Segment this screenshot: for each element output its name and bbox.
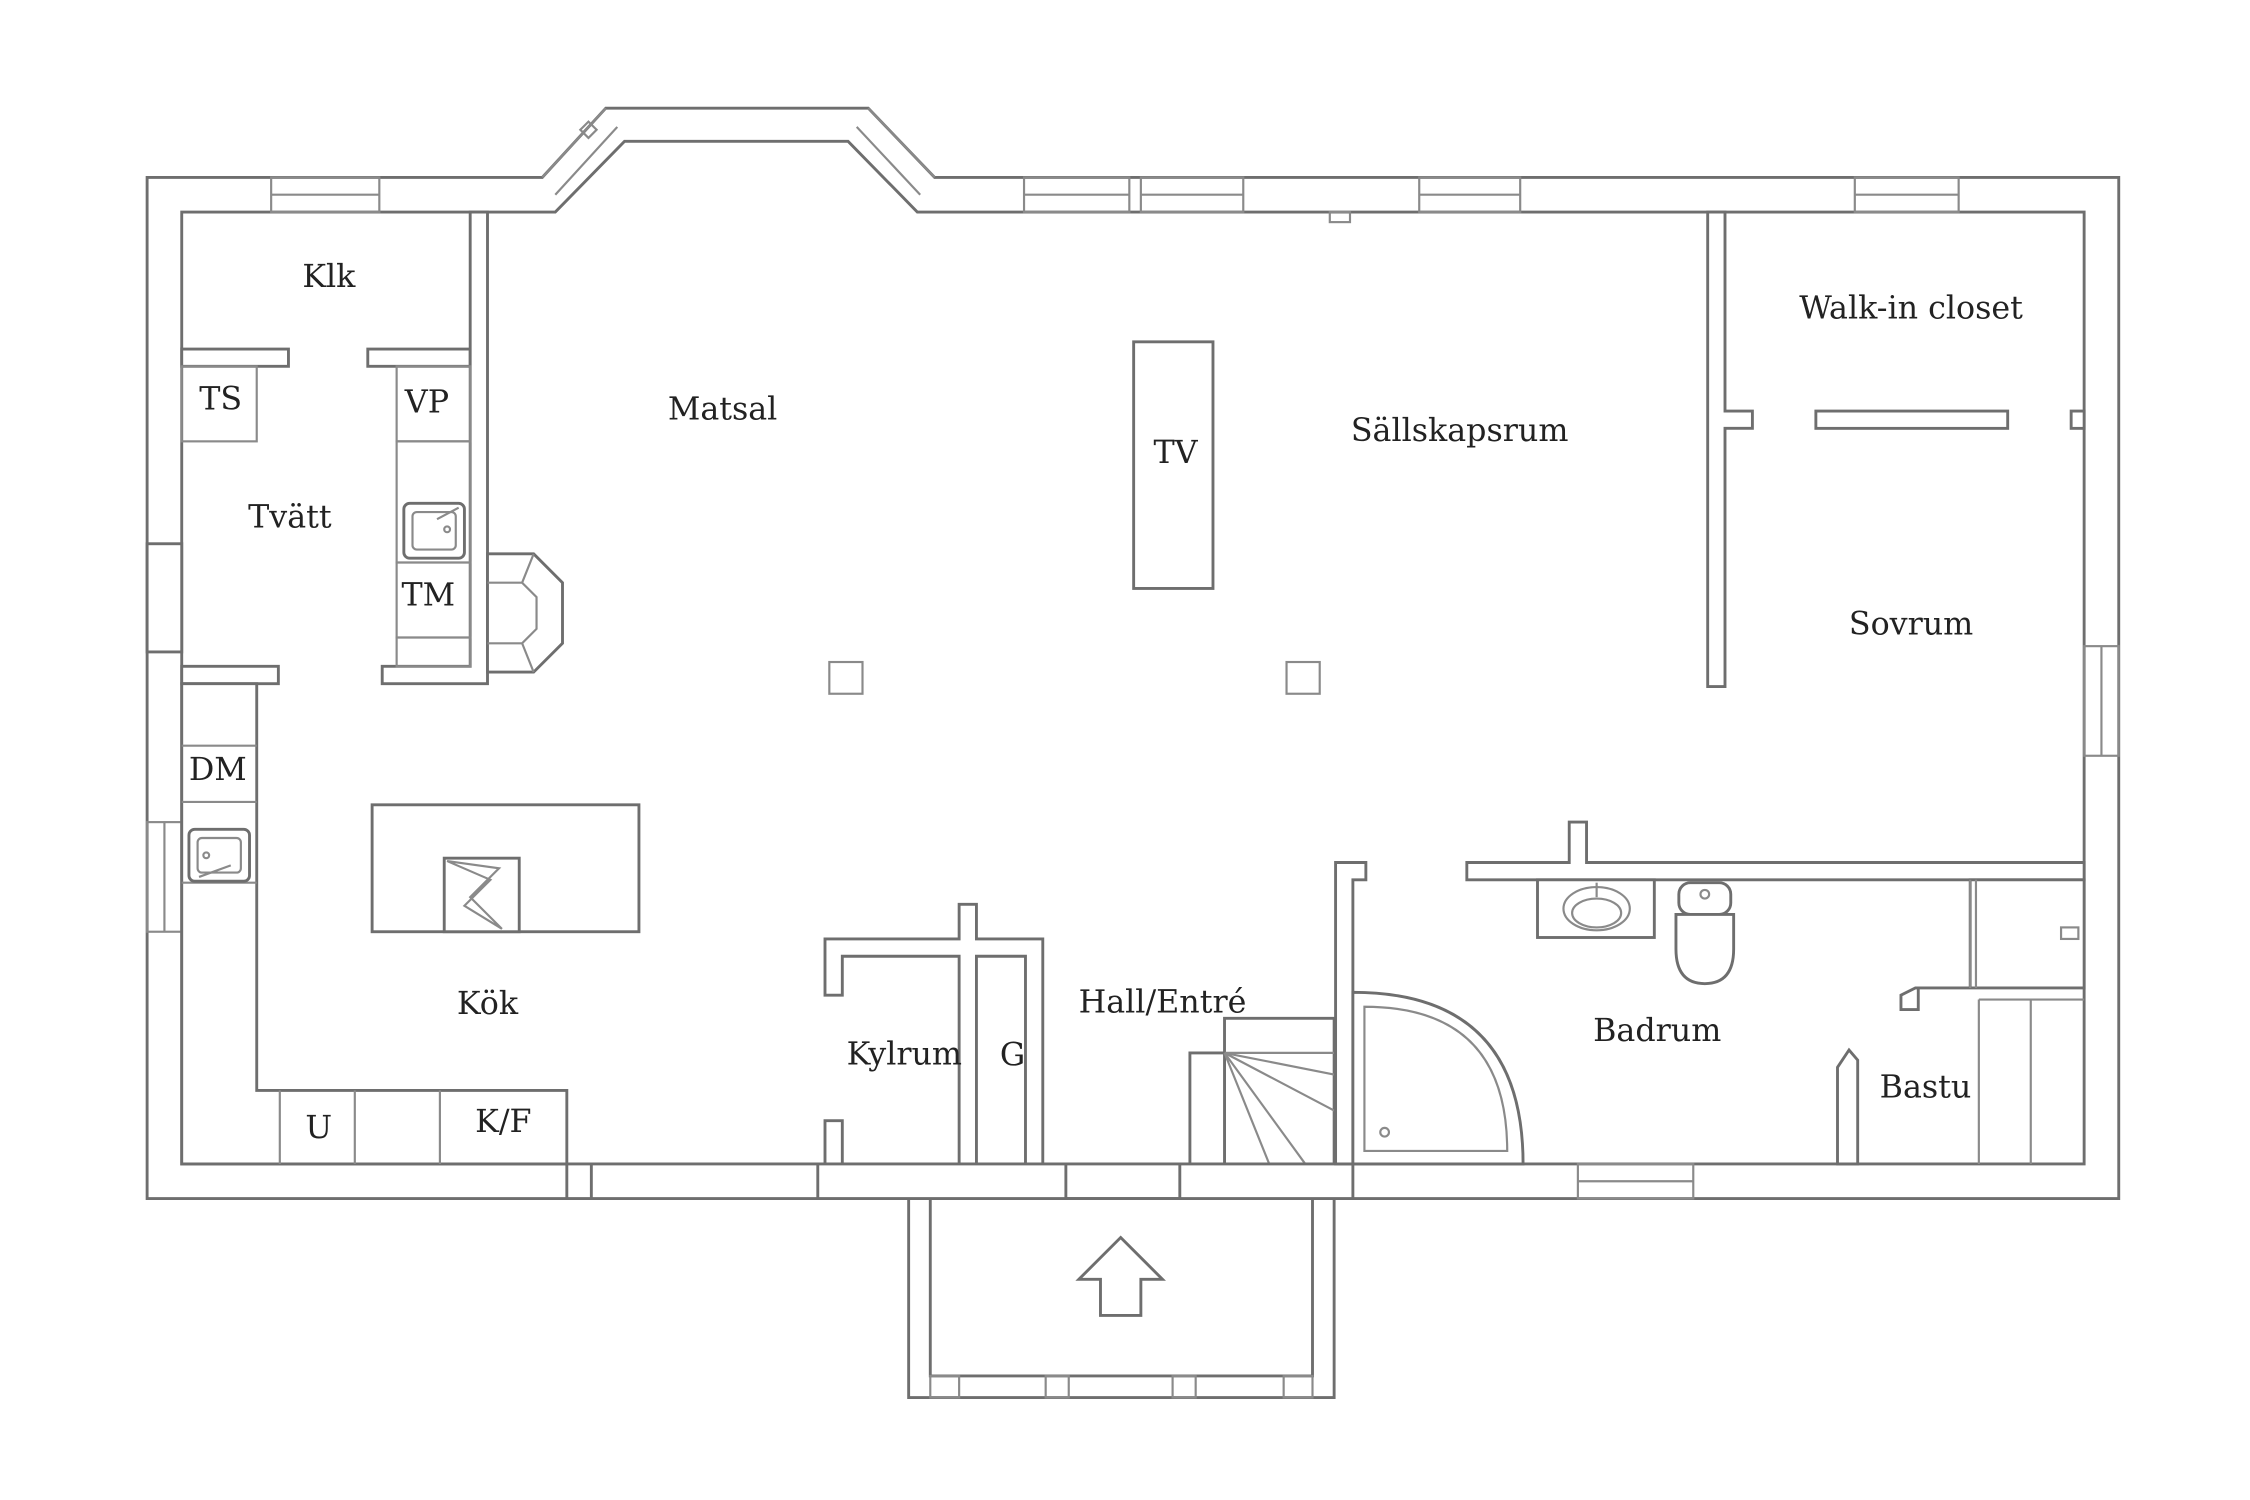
room-label-tv: TV (1153, 435, 1198, 471)
kitchen-counters (180, 682, 593, 1200)
room-label-sovrum: Sovrum (1849, 606, 1973, 642)
outer-wall (145, 106, 2121, 1200)
bathroom-walls (1334, 861, 2086, 1166)
toilet-icon (1674, 881, 1736, 986)
room-label-kylrum: Kylrum (847, 1036, 962, 1072)
kitchen-island (370, 803, 641, 934)
room-labels: Klk TS VP Tvätt TM Matsal TV Sällskapsru… (189, 259, 2023, 1146)
sink-icon (1536, 878, 1656, 939)
bay-window (541, 107, 936, 196)
room-label-kok: Kök (457, 986, 519, 1022)
room-label-sallskapsrum: Sällskapsrum (1351, 413, 1569, 449)
room-label-matsal: Matsal (668, 392, 777, 428)
room-label-bastu: Bastu (1880, 1069, 1972, 1105)
room-label-walk-in-closet: Walk-in closet (1799, 291, 2023, 327)
room-label-u: U (305, 1110, 332, 1146)
room-label-g: G (1000, 1038, 1025, 1074)
room-label-klk: Klk (302, 259, 356, 295)
room-label-tvatt: Tvätt (248, 500, 332, 536)
room-label-kf: K/F (475, 1104, 531, 1140)
corner-bathtub-icon (1351, 990, 1525, 1166)
stove-icon (442, 856, 521, 934)
arrow-up-icon (1075, 1235, 1166, 1317)
room-label-hall-entre: Hall/Entré (1079, 984, 1247, 1020)
fireplace-icon (486, 552, 564, 674)
room-label-tm: TM (402, 578, 456, 614)
entrance-porch (907, 1197, 1336, 1400)
column (828, 660, 864, 695)
room-label-badrum: Badrum (1593, 1013, 1721, 1049)
bedroom-walls (1465, 210, 2086, 882)
sink-icon (402, 501, 466, 560)
sink-icon (187, 827, 251, 883)
room-label-ts: TS (199, 381, 242, 417)
column (1285, 660, 1321, 695)
tv-unit (1132, 340, 1215, 590)
windows-top (270, 176, 1960, 224)
stairs-icon (1178, 1016, 1355, 1200)
laundry-area-walls (145, 210, 489, 686)
kylrum-walls (816, 902, 1068, 1200)
room-label-dm: DM (189, 752, 247, 788)
room-label-vp: VP (404, 384, 449, 420)
